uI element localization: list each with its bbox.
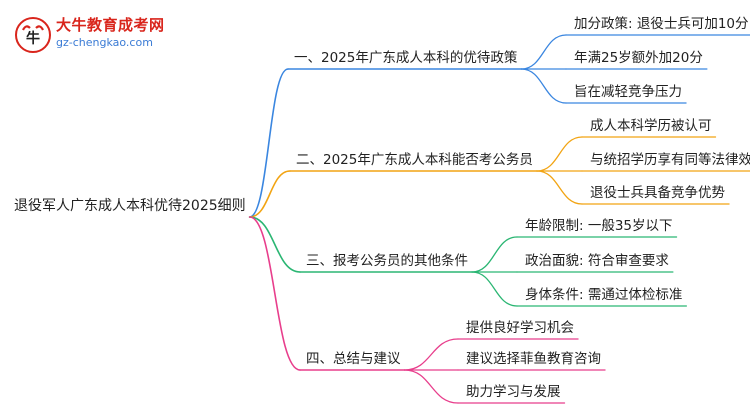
svg-text:牛: 牛	[26, 30, 40, 47]
leaf-connector	[536, 136, 583, 172]
logo-url: gz-chengkao.com	[56, 36, 153, 49]
branch-label-3: 三、报考公务员的其他条件	[306, 253, 468, 269]
leaf-connector	[536, 170, 583, 205]
logo-title: 大牛教育成考网	[56, 16, 165, 34]
leaf-label: 政治面貌: 符合审查要求	[525, 253, 669, 269]
leaf-label: 退役士兵具备竞争优势	[590, 185, 725, 201]
leaf-connector	[520, 34, 567, 70]
leaf-label: 与统招学历享有同等法律效力	[590, 152, 750, 168]
site-logo[interactable]: 牛 大牛教育成考网 gz-chengkao.com	[14, 14, 184, 58]
branch-label-1: 一、2025年广东成人本科的优待政策	[294, 50, 518, 66]
leaf-connector	[471, 271, 518, 307]
ox-logo-icon: 牛	[15, 17, 51, 53]
leaf-label: 助力学习与发展	[466, 384, 561, 400]
branch-connector	[248, 216, 301, 371]
leaf-label: 旨在减轻竞争压力	[574, 84, 682, 100]
leaf-label: 身体条件: 需通过体检标准	[525, 287, 683, 303]
leaf-label: 提供良好学习机会	[466, 320, 574, 336]
leaf-label: 年满25岁额外加20分	[574, 50, 703, 66]
leaf-label: 成人本科学历被认可	[590, 118, 712, 134]
branch-label-4: 四、总结与建议	[306, 351, 401, 367]
branch-connector	[248, 216, 301, 273]
branch-label-2: 二、2025年广东成人本科能否考公务员	[296, 152, 533, 168]
leaf-connector	[403, 338, 459, 371]
leaf-label: 年龄限制: 一般35岁以下	[525, 218, 673, 234]
branch-connector	[248, 68, 289, 218]
leaf-connector	[471, 236, 518, 273]
leaf-connector	[520, 68, 567, 104]
leaf-label: 加分政策: 退役士兵可加10分	[574, 16, 749, 32]
leaf-label: 建议选择菲鱼教育咨询	[466, 351, 601, 367]
leaf-connector	[403, 369, 459, 404]
branch-connector	[248, 170, 291, 218]
root-node-label: 退役军人广东成人本科优待2025细则	[14, 198, 246, 214]
